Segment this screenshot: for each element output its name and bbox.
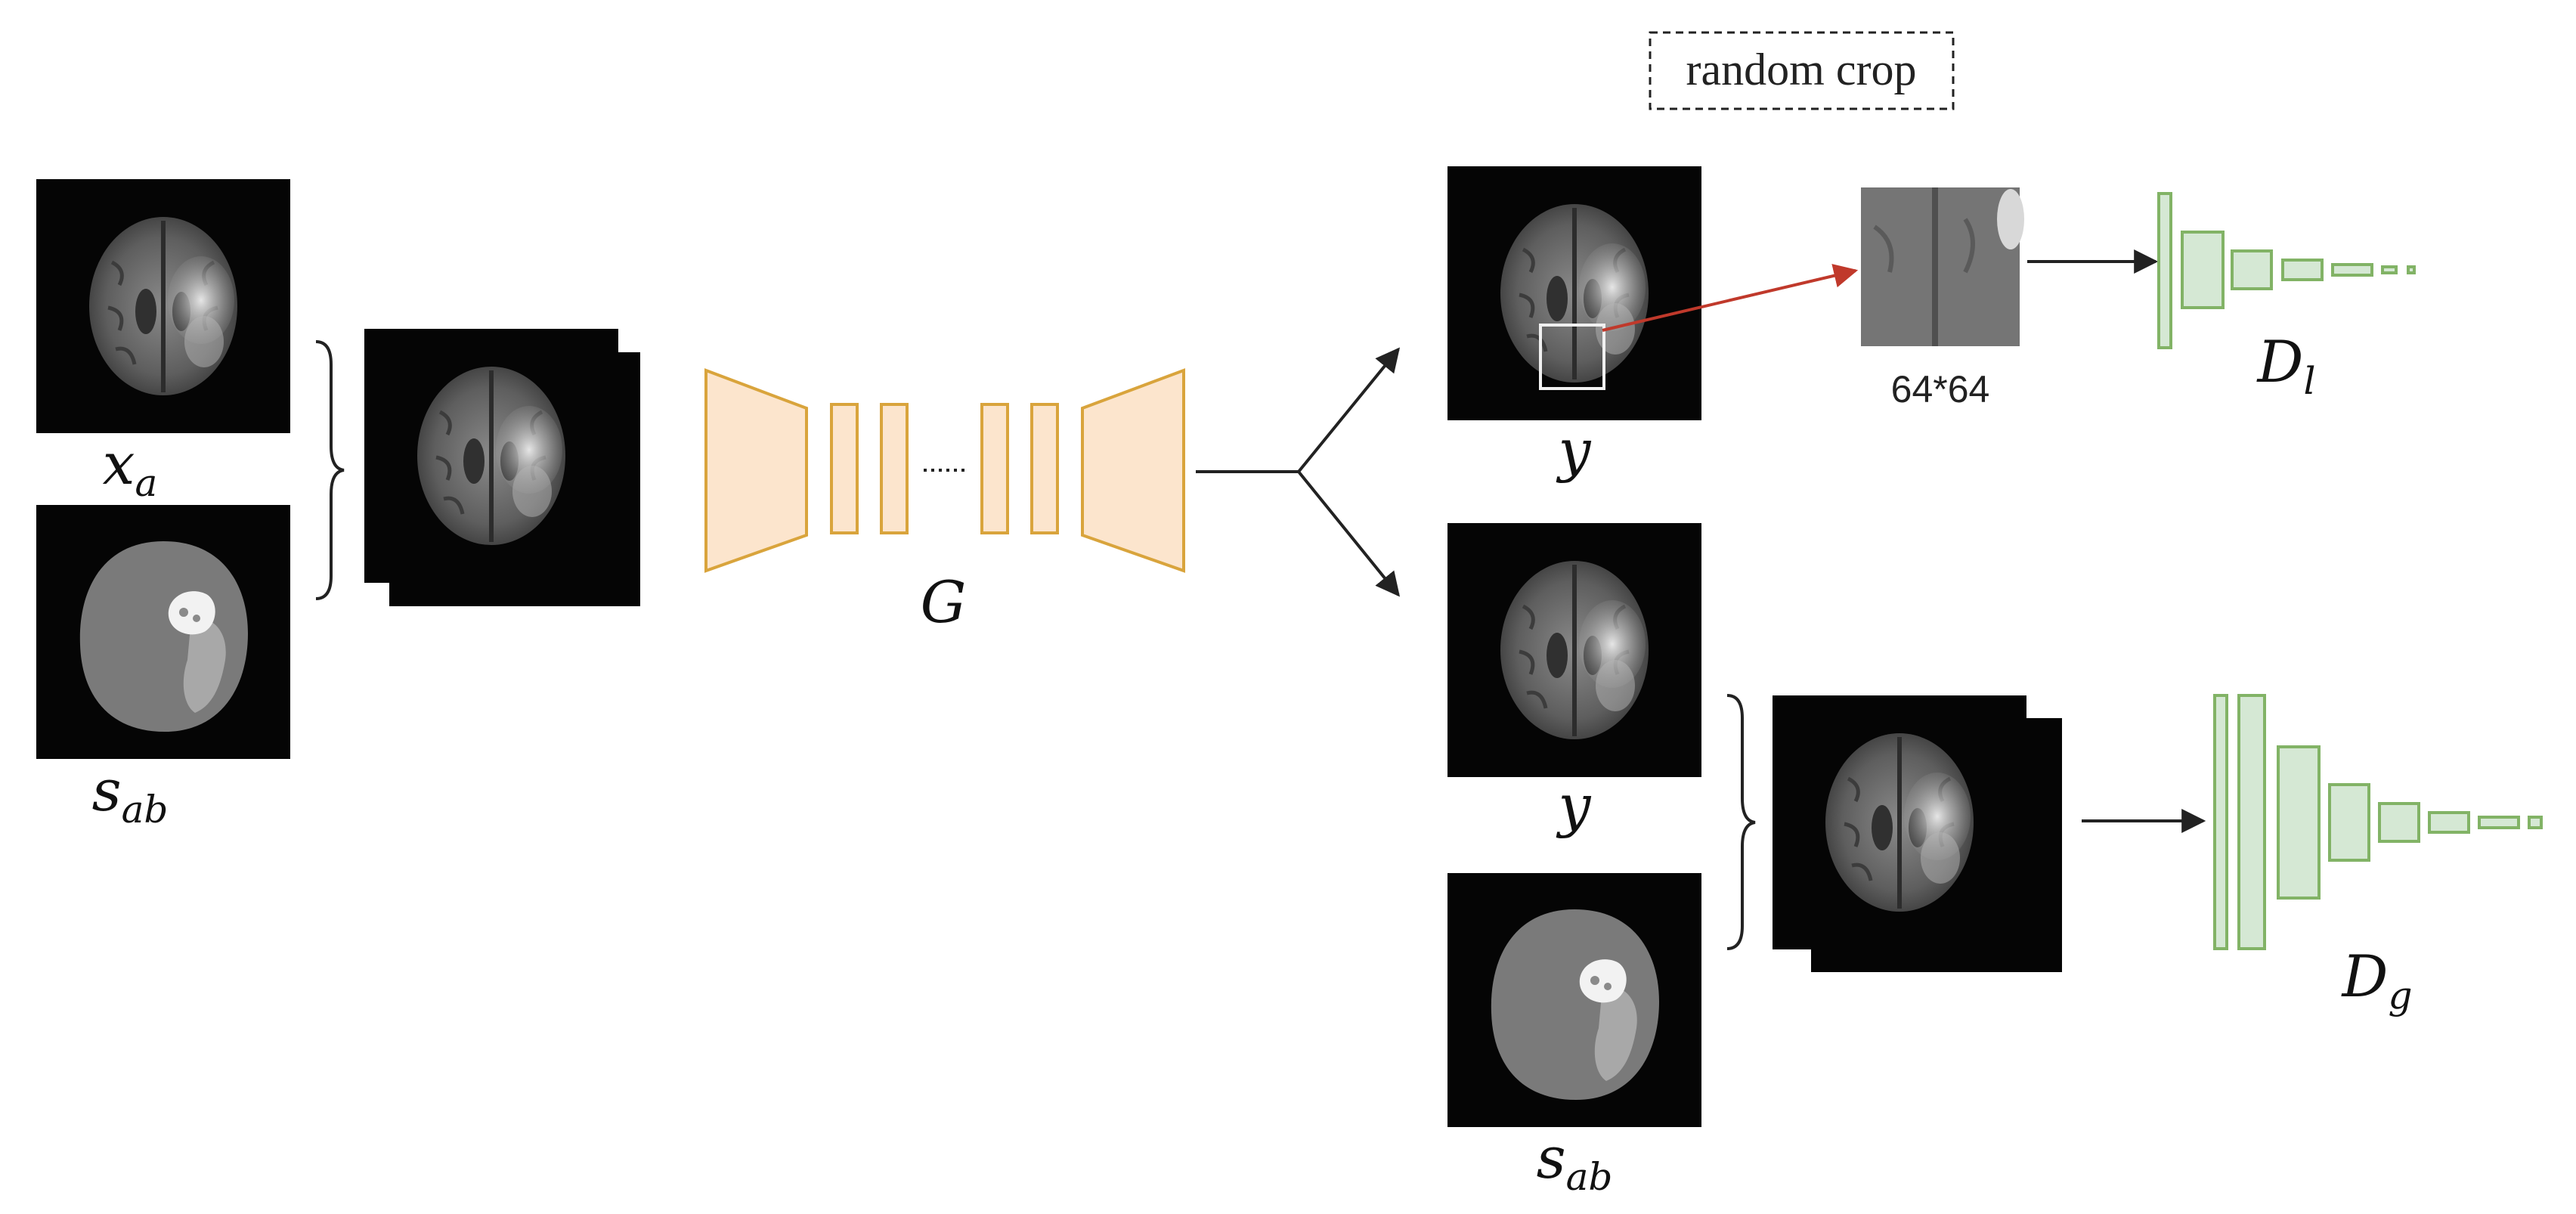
d-local-layer-7 — [2407, 265, 2416, 274]
d-global-layer-4 — [2328, 783, 2370, 862]
label-generator: G — [921, 568, 967, 636]
label-y-top: y — [1556, 417, 1592, 484]
label-d-global-base: D — [2341, 943, 2389, 1010]
label-s-ab-left-base: s — [92, 757, 122, 824]
output-image-y-top — [1447, 166, 1701, 420]
label-d-local-base: D — [2256, 328, 2304, 395]
generator-encoder — [704, 368, 808, 573]
label-s-ab-left: sab — [92, 757, 169, 832]
label-x-a-sub: a — [135, 461, 158, 505]
d-local-layer-3 — [2231, 249, 2273, 290]
d-global-layer-6 — [2428, 811, 2470, 834]
d-local-layer-4 — [2281, 259, 2324, 281]
label-patch-size: 64*64 — [1891, 368, 1990, 410]
generator-layer-1 — [830, 403, 859, 534]
generator-layer-4 — [1030, 403, 1059, 534]
d-local-layer-2 — [2181, 231, 2225, 309]
d-local-layer-5 — [2331, 263, 2373, 277]
crop-arrow — [1602, 264, 1859, 332]
discriminator-local — [2157, 192, 2416, 349]
cropped-patch — [1861, 187, 2024, 346]
label-d-local: Dl — [2256, 328, 2316, 403]
d-global-layer-7 — [2478, 816, 2520, 829]
d-local-layer-1 — [2157, 192, 2172, 349]
label-d-global-sub: g — [2388, 974, 2412, 1017]
label-s-ab-left-sub: ab — [122, 788, 169, 832]
label-x-a: xa — [103, 430, 158, 505]
crop-window-icon — [1539, 324, 1605, 390]
generator-layer-2 — [880, 403, 909, 534]
input-concat-brace — [315, 340, 345, 600]
label-d-global: Dg — [2341, 943, 2413, 1017]
label-s-ab-right-base: s — [1537, 1124, 1566, 1191]
d-local-layer-6 — [2381, 265, 2398, 274]
label-s-ab-right: sab — [1537, 1124, 1613, 1199]
concatenated-output-stack — [1773, 695, 2062, 972]
output-fork — [1196, 347, 1401, 597]
d-global-layer-3 — [2277, 745, 2321, 900]
discriminator-global — [2213, 694, 2543, 950]
label-x-a-base: x — [103, 430, 135, 497]
label-d-local-sub: l — [2303, 359, 2315, 403]
output-mask-sab — [1447, 873, 1701, 1127]
d-global-layer-2 — [2237, 694, 2266, 950]
input-image-xa — [36, 179, 290, 433]
label-s-ab-right-sub: ab — [1566, 1155, 1613, 1199]
concatenated-input-stack — [364, 329, 640, 606]
label-y-bottom: y — [1556, 772, 1592, 839]
input-mask-sab — [36, 505, 290, 759]
output-image-y-bottom — [1447, 523, 1701, 777]
generator-layer-3 — [980, 403, 1009, 534]
random-crop-box — [1649, 31, 1955, 110]
d-global-layer-8 — [2528, 816, 2543, 829]
d-global-layer-5 — [2378, 802, 2420, 843]
label-random-crop: random crop — [1686, 45, 1917, 94]
output-concat-brace — [1726, 694, 1756, 950]
generator-network — [704, 368, 1185, 573]
d-global-layer-1 — [2213, 694, 2228, 950]
generator-decoder — [1081, 368, 1185, 573]
